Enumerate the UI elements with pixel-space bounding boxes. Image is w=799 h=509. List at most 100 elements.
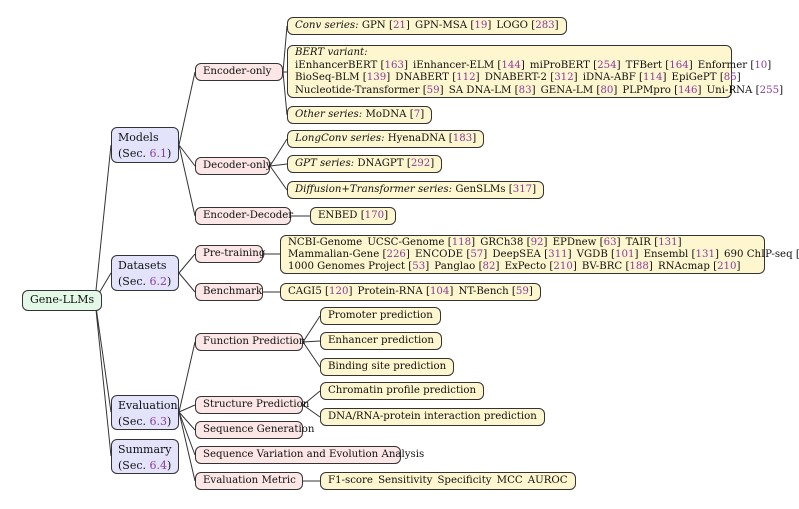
- citation-link[interactable]: 120: [329, 286, 349, 297]
- citation-link[interactable]: 210: [553, 261, 573, 272]
- item-name: Nucleotide-Transformer: [295, 84, 420, 96]
- category-function-prediction: Function Prediction: [195, 333, 305, 351]
- item-name: NCBI-Genome: [288, 237, 363, 248]
- item-name: Panglao: [434, 261, 476, 272]
- section-ref-suffix: ): [167, 459, 172, 472]
- item-name: Uni-RNA: [706, 84, 753, 96]
- leaf-encoder-decoder-models: ENBED [170]: [310, 207, 397, 225]
- citation-link[interactable]: 21: [392, 20, 406, 31]
- citation-link[interactable]: 317: [512, 184, 533, 195]
- category-encoder-only: Encoder-only: [195, 63, 283, 81]
- citation-link[interactable]: 188: [629, 261, 649, 272]
- item-name: ENBED: [318, 210, 358, 221]
- citation-link[interactable]: 163: [384, 59, 404, 71]
- section-link[interactable]: 6.1: [149, 147, 168, 160]
- leaf-gpt-series: GPT series: DNAGPT [292]: [287, 155, 443, 173]
- item-name: miProBERT: [529, 59, 590, 71]
- citation-link[interactable]: 10: [754, 59, 768, 71]
- citation-link[interactable]: 80: [600, 84, 614, 96]
- citation-link[interactable]: 85: [723, 72, 737, 83]
- item-name: Ensembl: [643, 249, 689, 260]
- section-summary: Summary(Sec. 6.4): [111, 439, 179, 474]
- item-name: TFBert: [625, 59, 663, 71]
- citation-link[interactable]: 131: [695, 249, 715, 260]
- citation-link[interactable]: 59: [426, 84, 440, 96]
- item-name: MCC: [496, 475, 523, 486]
- series-label: LongConv series:: [295, 133, 385, 144]
- citation-link[interactable]: 63: [603, 237, 617, 248]
- item-name: Specificity: [437, 475, 492, 486]
- citation-link[interactable]: 255: [759, 84, 780, 96]
- leaf-conv-series: Conv series: GPN [21] GPN-MSA [19] LOGO …: [287, 17, 567, 35]
- citation-link[interactable]: 101: [615, 249, 635, 260]
- citation-link[interactable]: 104: [429, 286, 450, 297]
- category-structure-prediction: Structure Prediction: [195, 396, 309, 414]
- item-name: DNA/RNA-protein interaction prediction: [328, 411, 537, 422]
- item-name: Binding site prediction: [328, 361, 447, 372]
- citation-link[interactable]: 57: [470, 249, 484, 260]
- item-name: TAIR: [625, 237, 651, 248]
- leaf-promoter-prediction: Promoter prediction: [320, 307, 441, 325]
- leaf-longconv-series: LongConv series: HyenaDNA [183]: [287, 130, 485, 148]
- series-label: Conv series:: [295, 20, 359, 31]
- item-name: MoDNA: [365, 109, 407, 120]
- citation-link[interactable]: 82: [482, 261, 496, 272]
- section-title: Datasets: [118, 259, 167, 272]
- citation-link[interactable]: 226: [386, 249, 406, 260]
- item-name: ExPecto: [504, 261, 547, 272]
- leaf-bert-variant: BERT variant:iEnhancerBERT [163] iEnhanc…: [287, 45, 783, 98]
- section-ref-suffix: ): [167, 415, 172, 428]
- item-name: NT-Bench: [458, 286, 509, 297]
- citation-link[interactable]: 92: [530, 237, 544, 248]
- citation-link[interactable]: 210: [717, 261, 737, 272]
- citation-link[interactable]: 283: [535, 20, 555, 31]
- citation-link[interactable]: 114: [643, 72, 663, 83]
- citation-link[interactable]: 292: [410, 158, 431, 169]
- citation-link[interactable]: 59: [515, 286, 529, 297]
- category-sequence-variation: Sequence Variation and Evolution Analysi…: [195, 446, 424, 464]
- citation-link[interactable]: 183: [452, 133, 473, 144]
- item-name: VGDB: [576, 249, 608, 260]
- section-ref-prefix: (Sec.: [118, 275, 150, 288]
- section-ref-prefix: (Sec.: [118, 415, 150, 428]
- citation-link[interactable]: 19: [474, 20, 488, 31]
- series-label: Other series:: [295, 109, 363, 120]
- citation-link[interactable]: 164: [669, 59, 689, 71]
- section-datasets: Datasets (Sec. 6.2): [111, 255, 179, 291]
- item-name: Mammalian-Gene: [288, 249, 380, 260]
- section-link[interactable]: 6.4: [149, 459, 168, 472]
- citation-link[interactable]: 53: [412, 261, 426, 272]
- citation-link[interactable]: 112: [456, 72, 476, 83]
- citation-link[interactable]: 144: [501, 59, 521, 71]
- citation-link[interactable]: 7: [413, 109, 421, 120]
- item-name: EPDnew: [552, 237, 597, 248]
- item-name: Sensitivity: [378, 475, 433, 486]
- section-ref-suffix: ): [167, 147, 172, 160]
- item-name: iDNA-ABF: [582, 72, 636, 83]
- section-title: Summary: [118, 443, 172, 456]
- citation-link[interactable]: 83: [518, 84, 532, 96]
- item-name: RNAcmap: [657, 261, 710, 272]
- item-name: iEnhancer-ELM: [413, 59, 495, 71]
- citation-link[interactable]: 118: [451, 237, 472, 248]
- series-label: GPT series:: [295, 158, 355, 169]
- item-name: HyenaDNA: [387, 133, 446, 144]
- section-ref-prefix: (Sec.: [118, 147, 150, 160]
- section-ref-suffix: ): [167, 275, 172, 288]
- citation-link[interactable]: 139: [366, 72, 387, 83]
- citation-link[interactable]: 131: [658, 237, 678, 248]
- citation-link[interactable]: 170: [364, 210, 385, 221]
- section-link[interactable]: 6.2: [149, 275, 168, 288]
- citation-link[interactable]: 311: [548, 249, 568, 260]
- citation-link[interactable]: 254: [597, 59, 617, 71]
- citation-link[interactable]: 146: [678, 84, 698, 96]
- section-link[interactable]: 6.3: [149, 415, 168, 428]
- item-name: Promoter prediction: [328, 310, 433, 321]
- citation-link[interactable]: 312: [554, 72, 574, 83]
- leaf-binding-site-prediction: Binding site prediction: [320, 358, 455, 376]
- item-name: 1000 Genomes Project: [288, 261, 406, 272]
- item-name: PLPMpro: [622, 84, 671, 96]
- item-name: DeepSEA: [492, 249, 541, 260]
- item-name: AUROC: [527, 475, 568, 486]
